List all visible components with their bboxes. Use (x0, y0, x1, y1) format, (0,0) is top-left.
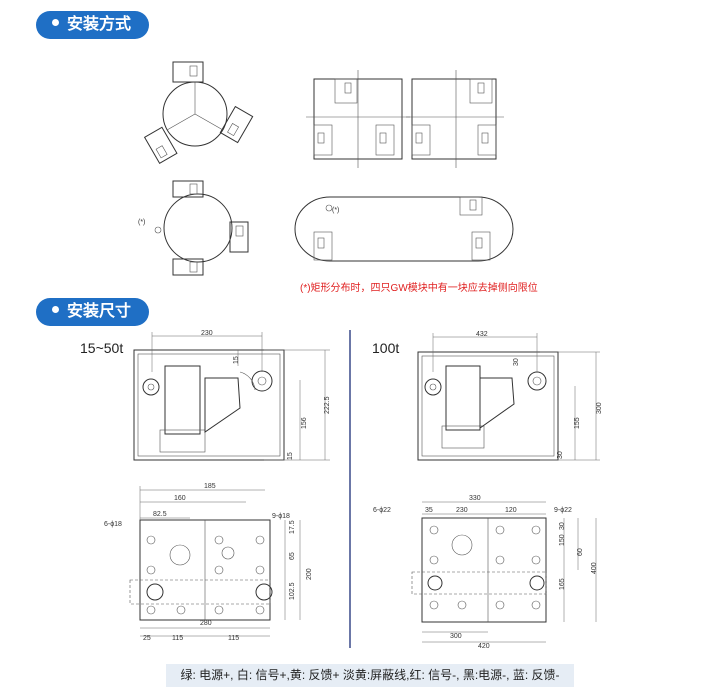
dim-label: 9-ϕ22 (554, 507, 572, 514)
dim-label: 150 (559, 534, 566, 546)
dim-label: 15 (233, 356, 240, 364)
dim-label: 17.5 (289, 520, 296, 534)
range-label-100t: 100t (372, 340, 400, 356)
section-title: 安装方式 (67, 16, 132, 33)
dim-label: 222.5 (324, 396, 331, 414)
dim-label: 156 (301, 417, 308, 429)
dim-label: 6-ϕ18 (104, 521, 122, 528)
asterisk-label: (*) (332, 207, 340, 214)
dim-label: 230 (456, 507, 468, 514)
dim-label: 9-ϕ18 (272, 513, 290, 520)
range-label-15-50t: 15~50t (80, 340, 124, 356)
dim-label: 30 (559, 522, 566, 530)
bullet-dot-icon (52, 19, 59, 27)
dim-label: 330 (469, 495, 481, 502)
dim-label: 155 (574, 417, 581, 429)
dim-label: 25 (143, 635, 151, 642)
triangle-layout-diagram (143, 61, 254, 165)
wire-color-legend: 绿: 电源+, 白: 信号+,黄: 反馈+ 淡黄:屏蔽线,红: 信号-, 黑:电… (166, 664, 574, 687)
dim-label: 160 (174, 495, 186, 502)
plan-view-100t (411, 501, 597, 643)
dim-label: 165 (559, 578, 566, 590)
dim-label: 400 (591, 562, 598, 574)
dim-label: 200 (306, 568, 313, 580)
dim-label: 115 (228, 635, 239, 642)
dim-label: 60 (577, 548, 584, 556)
dim-label: 115 (172, 635, 183, 642)
dim-label: 82.5 (153, 511, 167, 518)
dim-label: 300 (450, 633, 462, 640)
dim-label: 300 (596, 402, 603, 414)
side-view-15-50t (133, 332, 330, 461)
bullet-dot-icon (52, 306, 59, 314)
section-badge-install-method: 安装方式 (36, 11, 150, 39)
circle-layout-diagram (154, 180, 249, 276)
rect-layout-diagram-1 (306, 70, 410, 168)
dim-label: 30 (513, 358, 520, 366)
dim-label: 230 (201, 330, 213, 337)
dim-label: 432 (476, 331, 488, 338)
section-badge-install-dimensions: 安装尺寸 (36, 298, 150, 326)
dim-label: 15 (287, 452, 294, 460)
dim-label: 35 (425, 507, 433, 514)
dim-label: 30 (557, 451, 564, 459)
dim-label: 280 (200, 620, 212, 627)
dim-label: 420 (478, 643, 490, 650)
dim-label: 102.5 (289, 582, 296, 600)
dim-label: 120 (505, 507, 517, 514)
dim-label: 185 (204, 483, 216, 490)
dim-label: 65 (289, 552, 296, 560)
asterisk-label: (*) (138, 219, 146, 226)
tank-layout-diagram (294, 196, 514, 262)
side-view-100t (417, 333, 600, 461)
layout-note: (*)矩形分布时，四只GW模块中有一块应去掉侧向限位 (300, 283, 538, 294)
plan-view-15-50t (129, 486, 301, 637)
section-title: 安装尺寸 (67, 303, 132, 320)
rect-layout-diagram-2 (406, 70, 504, 168)
dim-label: 6-ϕ22 (373, 507, 391, 514)
